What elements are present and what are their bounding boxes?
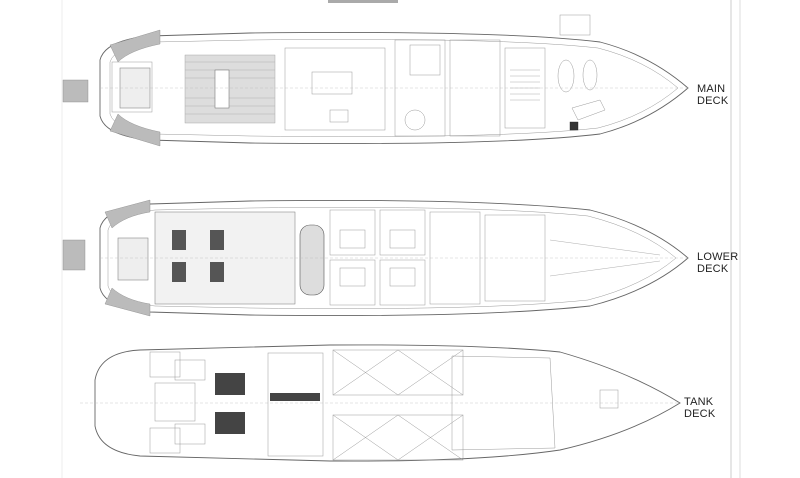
lower-deck-plan [62, 199, 689, 317]
tank-deck-label-line2: DECK [684, 408, 716, 420]
main-deck-label-line1: MAIN [697, 83, 726, 95]
tank-deck-plan [80, 344, 681, 462]
main-deck-label: MAIN DECK [697, 83, 728, 107]
lower-deck-label-line1: LOWER [697, 251, 739, 263]
lower-deck-label: LOWER DECK [697, 251, 738, 275]
tank-deck-label: TANK DECK [684, 396, 715, 420]
tank-deck-label-line1: TANK [684, 396, 714, 408]
main-deck-plan [62, 14, 689, 147]
main-deck-label-line2: DECK [697, 95, 729, 107]
lower-deck-label-line2: DECK [697, 263, 729, 275]
